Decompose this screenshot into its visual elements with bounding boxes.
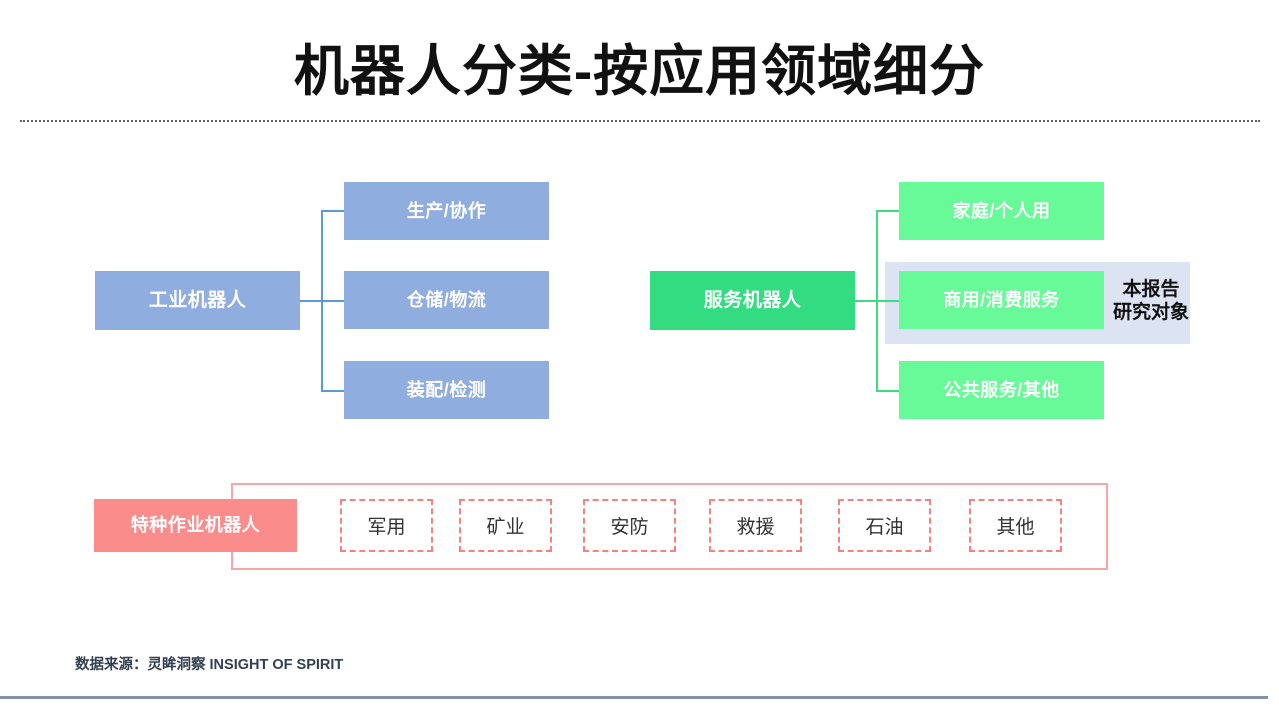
node-industrial-child-warehouse-label: 仓储/物流 xyxy=(406,289,487,310)
node-service-robot[interactable]: 服务机器人 xyxy=(650,271,855,330)
special-chip-oil[interactable]: 石油 xyxy=(838,499,931,552)
service-connector-child-3 xyxy=(876,390,900,392)
node-industrial-robot-label: 工业机器人 xyxy=(148,289,247,311)
node-service-child-public[interactable]: 公共服务/其他 xyxy=(899,361,1104,419)
report-focus-label: 本报告 研究对象 xyxy=(1112,271,1190,331)
footer-divider xyxy=(0,696,1268,699)
service-connector-child-1 xyxy=(876,210,900,212)
node-service-child-household-label: 家庭/个人用 xyxy=(952,200,1051,221)
node-industrial-child-production[interactable]: 生产/协作 xyxy=(344,182,549,240)
special-chip-mining[interactable]: 矿业 xyxy=(459,499,552,552)
node-service-child-household[interactable]: 家庭/个人用 xyxy=(899,182,1104,240)
special-chip-military-label: 军用 xyxy=(367,517,406,538)
node-service-child-commercial[interactable]: 商用/消费服务 xyxy=(899,271,1104,329)
node-industrial-child-production-label: 生产/协作 xyxy=(406,200,487,221)
industrial-connector-child-3 xyxy=(321,390,345,392)
special-chip-mining-label: 矿业 xyxy=(486,517,525,538)
special-chip-rescue-label: 救援 xyxy=(736,517,775,538)
industrial-connector-child-1 xyxy=(321,210,345,212)
special-chip-oil-label: 石油 xyxy=(865,517,904,538)
industrial-connector-child-2 xyxy=(321,300,345,302)
node-industrial-child-warehouse[interactable]: 仓储/物流 xyxy=(344,271,549,329)
title-divider xyxy=(20,120,1260,122)
node-service-child-commercial-label: 商用/消费服务 xyxy=(943,289,1060,310)
special-chip-rescue[interactable]: 救援 xyxy=(709,499,802,552)
page-title: 机器人分类-按应用领域细分 xyxy=(293,40,986,102)
special-chip-military[interactable]: 军用 xyxy=(340,499,433,552)
report-focus-label-line2: 研究对象 xyxy=(1112,302,1189,323)
node-service-robot-label: 服务机器人 xyxy=(703,289,802,311)
node-service-child-public-label: 公共服务/其他 xyxy=(943,379,1060,400)
special-chip-security-label: 安防 xyxy=(610,517,649,538)
node-industrial-robot[interactable]: 工业机器人 xyxy=(95,271,300,330)
special-chip-security[interactable]: 安防 xyxy=(583,499,676,552)
service-connector-child-2 xyxy=(876,300,902,302)
special-chip-other-label: 其他 xyxy=(996,517,1035,538)
node-special-robot-label: 特种作业机器人 xyxy=(130,515,261,536)
special-chip-other[interactable]: 其他 xyxy=(969,499,1062,552)
node-industrial-child-assembly[interactable]: 装配/检测 xyxy=(344,361,549,419)
node-special-robot[interactable]: 特种作业机器人 xyxy=(94,499,297,552)
source-note: 数据来源：灵眸洞察 INSIGHT OF SPIRIT xyxy=(75,657,344,673)
report-focus-label-line1: 本报告 xyxy=(1122,278,1180,300)
node-industrial-child-assembly-label: 装配/检测 xyxy=(406,379,487,400)
